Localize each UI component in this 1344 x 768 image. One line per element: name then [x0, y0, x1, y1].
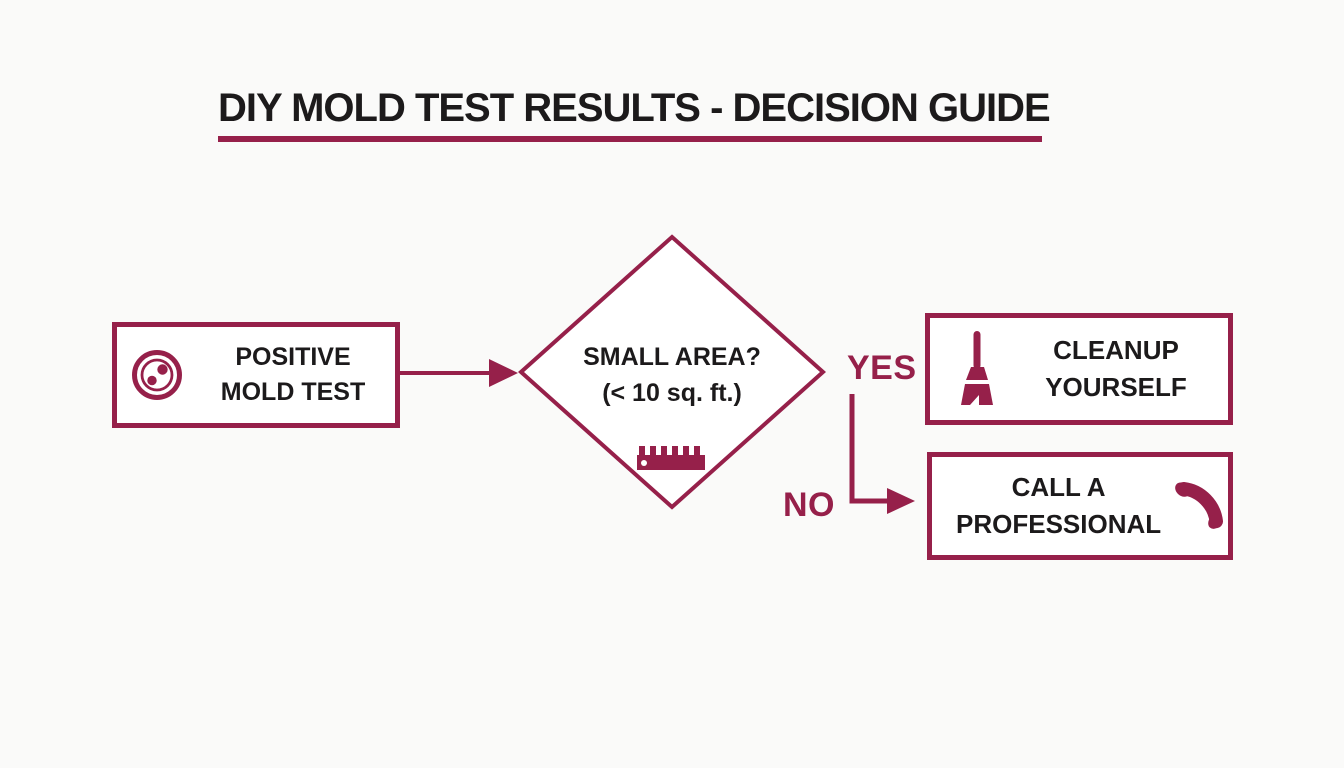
- connector-no-branch-line: [849, 394, 887, 504]
- decision-line1: SMALL AREA?: [583, 343, 761, 371]
- no-branch-label: NO: [783, 486, 835, 524]
- page-title-block: DIY MOLD TEST RESULTS - DECISION GUIDE: [218, 86, 1051, 142]
- professional-node-line2: PROFESSIONAL: [956, 509, 1162, 539]
- page-title: DIY MOLD TEST RESULTS - DECISION GUIDE: [218, 86, 1051, 130]
- ruler-icon: [637, 446, 705, 470]
- arrow-start-to-decision-head: [489, 359, 518, 387]
- petri-dish-icon: [132, 350, 182, 400]
- cleanup-node-line2: YOURSELF: [1045, 372, 1187, 402]
- connector-no-branch-arrowhead: [887, 488, 915, 514]
- phone-icon: [1175, 481, 1224, 529]
- decision-node-label: SMALL AREA? (< 10 sq. ft.): [522, 339, 822, 412]
- node-positive-mold-test: POSITIVE MOLD TEST: [112, 322, 400, 428]
- node-call-a-professional: CALL A PROFESSIONAL: [927, 452, 1233, 560]
- start-node-line2: MOLD TEST: [220, 378, 366, 406]
- cleanup-node-label: CLEANUP YOURSELF: [1022, 332, 1228, 406]
- cleanup-node-line1: CLEANUP: [1053, 335, 1179, 366]
- phone-icon-wrap: [1173, 481, 1239, 531]
- start-node-label: POSITIVE MOLD TEST: [201, 340, 395, 411]
- start-node-line1: POSITIVE: [235, 342, 351, 371]
- title-underline: [218, 136, 1042, 142]
- broom-icon: [961, 331, 993, 405]
- professional-node-label: CALL A PROFESSIONAL: [956, 469, 1161, 543]
- professional-node-line1: CALL A: [1011, 472, 1106, 503]
- ruler-icon-wrap: [637, 444, 705, 472]
- yes-branch-label: YES: [847, 349, 917, 387]
- decision-diamond-shape: [517, 234, 827, 510]
- node-cleanup-yourself: CLEANUP YOURSELF: [925, 313, 1233, 425]
- decision-line2: (< 10 sq. ft.): [602, 379, 742, 408]
